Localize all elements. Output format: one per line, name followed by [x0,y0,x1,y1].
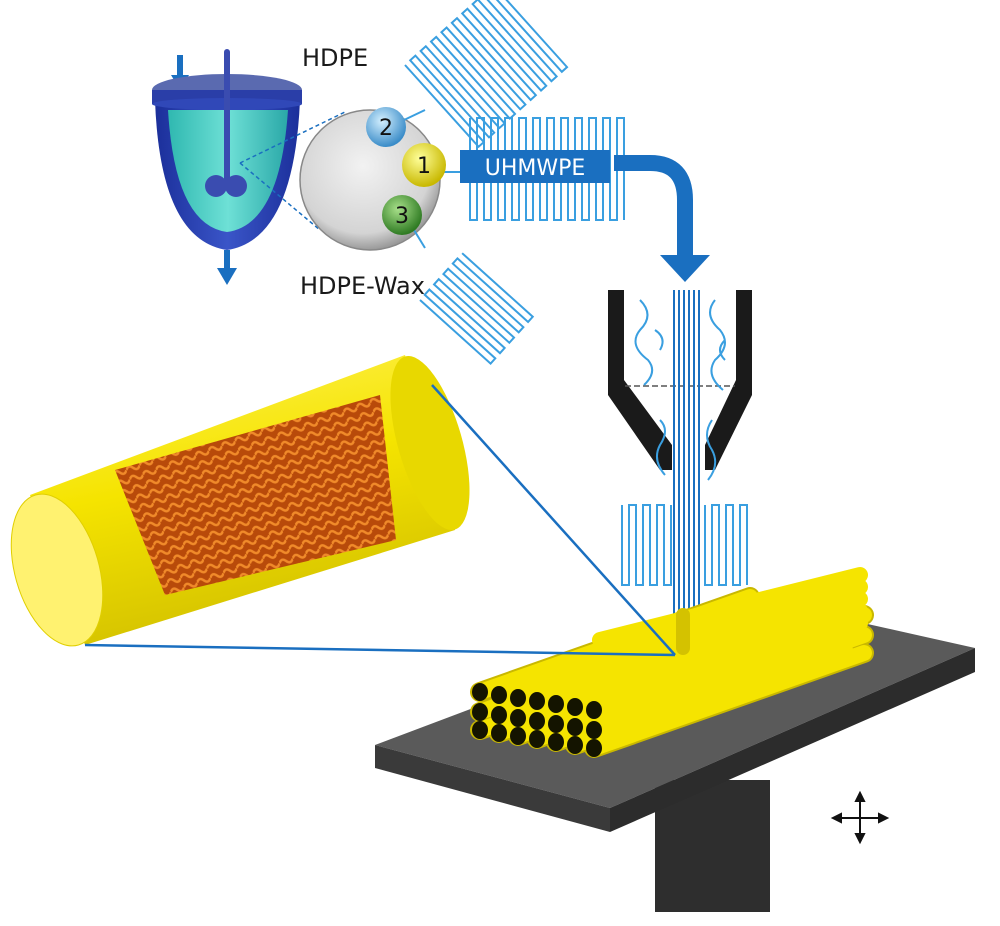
fiber-rod-end [491,706,507,724]
fiber-rod-end [510,709,526,727]
outlet-arrow-icon [217,268,237,285]
fiber-rod [692,622,868,643]
folded-chain-hdpe-wax [419,252,535,365]
fiber-rod-end [472,721,488,739]
extrusion-nozzle [608,290,752,615]
catalyst-site-2: 2 [366,107,406,147]
fiber-rod-end [472,703,488,721]
fiber-rod-end [548,695,564,713]
fiber-rod [586,627,872,738]
site-number: 1 [417,154,431,179]
fiber-rod [586,645,872,756]
fiber-rod-end [510,727,526,745]
catalyst-site-1: 1 [402,143,446,187]
magnified-fiber [10,355,470,647]
uhmwpe-label-box [460,150,610,183]
fiber-rod-end [529,730,545,748]
fiber-rod-end [586,739,602,757]
fiber-rod-end [491,724,507,742]
folded-chain-hdpe [404,0,569,149]
flow-arrow-icon [614,155,710,282]
magnification-lines [84,384,676,657]
label-uhmwpe: UHMWPE [485,156,586,181]
fiber-rod-end [491,686,507,704]
move-axes-icon [830,790,890,845]
fiber-rod-end [510,689,526,707]
fiber-rod-end [586,701,602,719]
zoom-dashed-lines [239,111,346,231]
label-hdpe: HDPE [302,44,368,72]
printed-fiber-stack [470,567,874,758]
site-number: 3 [395,204,409,229]
label-hdpe-wax: HDPE-Wax [300,272,425,300]
afm-micrograph [115,395,396,595]
fiber-rod-end [567,736,583,754]
fiber-rod-end [548,733,564,751]
fiber-rod-end [567,698,583,716]
site-number: 2 [379,116,393,141]
fiber-rod-end [548,715,564,733]
fiber-rod-end [472,683,488,701]
fiber-rod-end [529,712,545,730]
fiber-rod-end [586,721,602,739]
reactor-vessel [152,49,302,285]
fiber-rod-end [567,718,583,736]
fiber-rod-end [529,692,545,710]
catalyst-site-3: 3 [382,195,422,235]
fiber-rod [567,624,853,735]
